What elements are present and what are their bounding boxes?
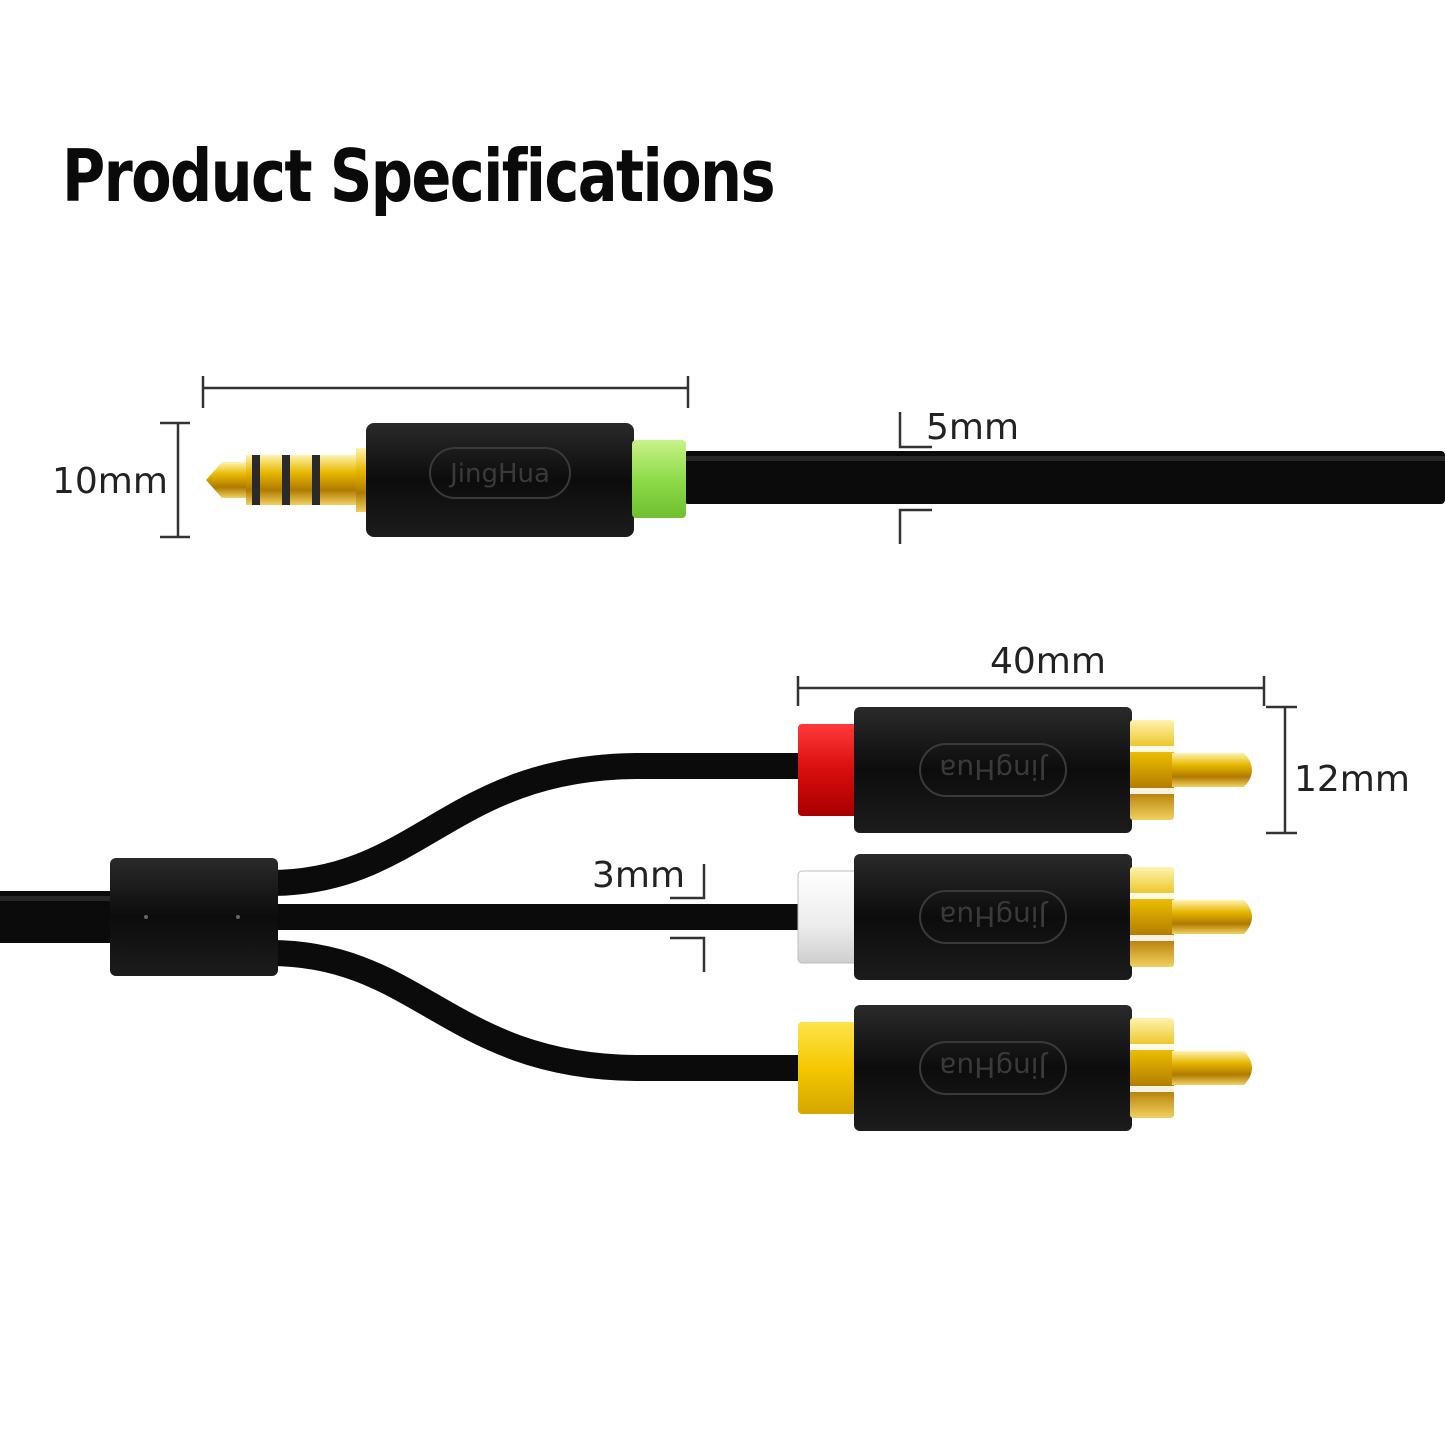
rca-pin	[1172, 900, 1252, 934]
rca-body-yellow	[854, 1005, 1132, 1131]
rca-pin	[1172, 1051, 1252, 1085]
jack-body	[366, 423, 634, 537]
jack-cable	[684, 451, 1445, 504]
label-cable-diameter-top: 5mm	[926, 407, 1020, 448]
rca-gold-sleeve	[1130, 867, 1174, 967]
rca-collar-yellow	[798, 1022, 860, 1114]
label-rca-diameter: 12mm	[1294, 759, 1410, 800]
rca-connector-white: JingHua	[797, 854, 1252, 980]
rca-collar-white	[797, 870, 861, 964]
label-rca-length: 40mm	[990, 641, 1106, 682]
jack-brand-label: JingHua	[448, 459, 550, 489]
rca-brand-label: JingHua	[939, 753, 1049, 786]
rca-connector-yellow: JingHua	[798, 1005, 1252, 1131]
dimension-lines-bottom	[670, 676, 1297, 972]
rca-body-red	[854, 707, 1132, 833]
rca-body-white	[854, 854, 1132, 980]
rca-gold-sleeve	[1130, 720, 1174, 820]
jack-plug-tip	[206, 462, 246, 498]
rca-brand-label: JingHua	[939, 1051, 1049, 1084]
rca-connector-red: JingHua	[798, 707, 1252, 833]
rca-collar-red	[798, 724, 860, 816]
page-title: Product Specifications	[62, 134, 776, 218]
dimension-lines-top	[160, 376, 932, 544]
label-cable-diameter-split: 3mm	[592, 855, 686, 896]
splitter-block	[110, 858, 278, 976]
jack-accent-ring	[632, 440, 686, 518]
rca-brand-label: JingHua	[939, 900, 1049, 933]
rca-pin	[1172, 753, 1252, 787]
jack-connector: JingHua	[206, 423, 1445, 537]
rca-cables	[269, 753, 802, 1081]
rca-gold-sleeve	[1130, 1018, 1174, 1118]
label-plug-diameter: 10mm	[52, 461, 168, 502]
